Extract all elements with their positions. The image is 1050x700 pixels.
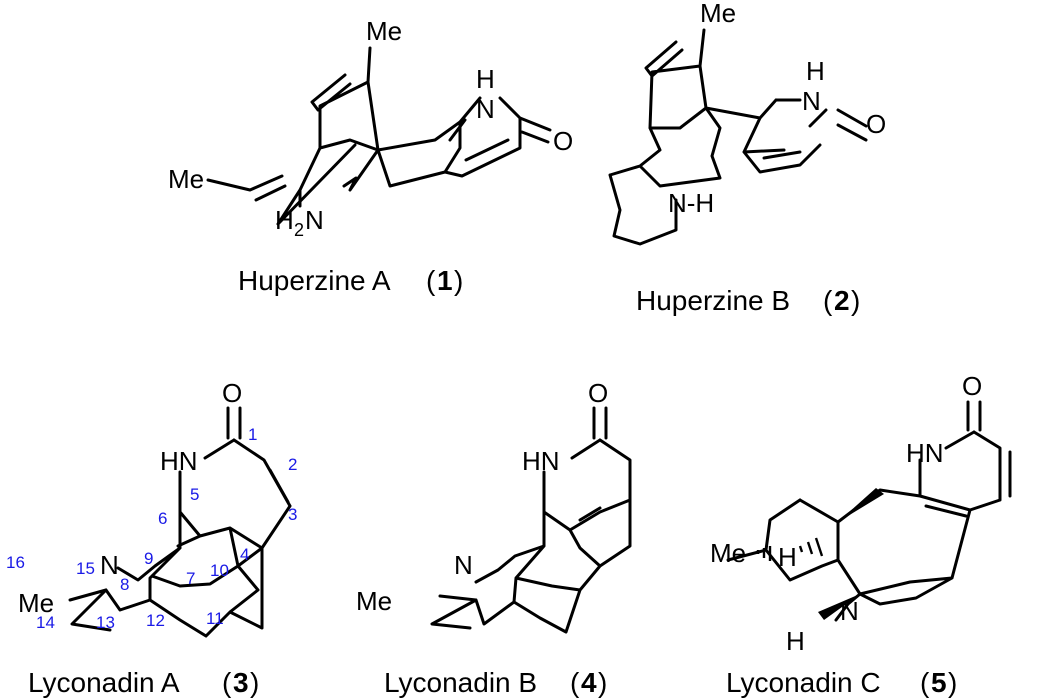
lyconadin-a-bonds [68,406,292,638]
lyconadin-c-structure: O HN Me H N H Lyconadin C ( 5 ) [710,371,1012,698]
lyconadin-a-atom-number-14: 14 [36,613,55,632]
lyconadin-a-structure: O HN N Me 1 2 3 4 5 6 7 8 9 10 11 12 13 … [6,378,297,698]
lyconadin-c-wedge-bond-top [838,488,884,522]
huperzine-a-carbonyl-o-label: O [553,126,573,156]
lyconadin-a-atom-number-15: 15 [76,559,95,578]
lyconadin-c-caption-name: Lyconadin C [726,667,881,698]
lyconadin-c-caption-paren-open: ( [920,667,930,698]
lyconadin-b-me-label: Me [356,586,392,616]
lyconadin-c-h-left-label: H [778,542,797,572]
lyconadin-a-n-label: N [100,550,119,580]
lyconadin-a-atom-number-6: 6 [158,509,167,528]
huperzine-a-bonds [206,46,552,226]
lyconadin-c-caption-paren-close: ) [948,667,957,698]
lyconadin-a-caption-number: 3 [233,667,249,698]
huperzine-b-caption-paren-open: ( [823,285,833,316]
lyconadin-a-atom-number-9: 9 [144,549,153,568]
lyconadin-b-caption-name: Lyconadin B [384,667,537,698]
huperzine-b-me-top-label: Me [700,0,736,28]
lyconadin-a-carbonyl-o-label: O [222,378,242,408]
huperzine-b-amine-label: N-H [668,188,714,218]
lyconadin-c-hn-label: HN [906,438,944,468]
huperzine-a-nh2-h-label: H [275,205,294,235]
lyconadin-c-carbonyl-o-label: O [962,371,982,401]
lyconadin-a-caption-name: Lyconadin A [28,667,180,698]
lyconadin-a-caption-paren-close: ) [250,667,259,698]
huperzine-a-nh2-subscript: 2 [294,220,304,240]
lyconadin-b-caption-paren-open: ( [570,667,580,698]
huperzine-a-caption-name: Huperzine A [238,265,391,296]
lyconadin-c-n-label: N [840,596,859,626]
huperzine-b-caption-name: Huperzine B [636,285,790,316]
lyconadin-a-atom-number-3: 3 [288,505,297,524]
lyconadin-b-structure: O HN N Me Lyconadin B ( 4 ) [356,378,632,698]
lyconadin-a-atom-number-5: 5 [190,485,199,504]
lyconadin-a-me-label: Me [18,588,54,618]
lyconadin-a-atom-number-13: 13 [96,613,115,632]
lyconadin-c-me-label: Me [710,538,746,568]
huperzine-b-bonds [608,28,868,246]
lyconadin-b-caption-paren-close: ) [598,667,607,698]
huperzine-b-carbonyl-o-label: O [866,109,886,139]
lyconadin-c-caption-number: 5 [931,667,947,698]
lyconadin-c-h-bottom-label: H [786,626,805,656]
huperzine-a-caption-number: 1 [437,265,453,296]
lyconadin-a-atom-number-1: 1 [248,425,257,444]
lyconadin-a-hn-label: HN [160,446,198,476]
lyconadin-c-hashed-bond-me [756,546,772,561]
lyconadin-a-atom-number-16: 16 [6,553,25,572]
huperzine-b-caption-paren-close: ) [851,285,860,316]
huperzine-b-structure: Me H N O N-H Huperzine B ( 2 ) [608,0,886,316]
lyconadin-a-caption-paren-open: ( [222,667,232,698]
huperzine-a-structure: Me N H O Me H 2 N Huperzine A ( 1 ) [168,16,573,296]
lyconadin-a-atom-number-7: 7 [186,569,195,588]
huperzine-b-nh-n-label: N [802,86,821,116]
lyconadin-a-atom-number-2: 2 [288,455,297,474]
lyconadin-b-caption-number: 4 [581,667,597,698]
lyconadin-c-bonds [726,400,1012,622]
huperzine-a-me-top-label: Me [366,16,402,46]
huperzine-a-me-left-label: Me [168,164,204,194]
lyconadin-b-carbonyl-o-label: O [588,378,608,408]
huperzine-a-nh-n-label: N [476,94,495,124]
lyconadin-c-hashed-bond-h [798,537,824,557]
huperzine-a-caption-paren-close: ) [454,265,463,296]
huperzine-b-nh-h-label: H [806,56,825,86]
huperzine-a-nh-h-label: H [476,64,495,94]
lyconadin-a-atom-number-11: 11 [206,609,224,628]
lyconadin-a-atom-number-12: 12 [146,611,165,630]
lyconadin-a-atom-number-4: 4 [240,545,249,564]
lyconadin-b-n-label: N [454,550,473,580]
huperzine-a-nh2-n-label: N [305,205,324,235]
huperzine-a-caption-paren-open: ( [426,265,436,296]
lyconadin-b-bonds [430,406,632,634]
lyconadin-a-atom-number-10: 10 [210,561,229,580]
huperzine-b-caption-number: 2 [834,285,850,316]
lyconadin-b-hn-label: HN [522,446,560,476]
lyconadin-a-atom-number-8: 8 [120,575,129,594]
lyconadin-c-wedge-bond-bottom [818,594,860,620]
